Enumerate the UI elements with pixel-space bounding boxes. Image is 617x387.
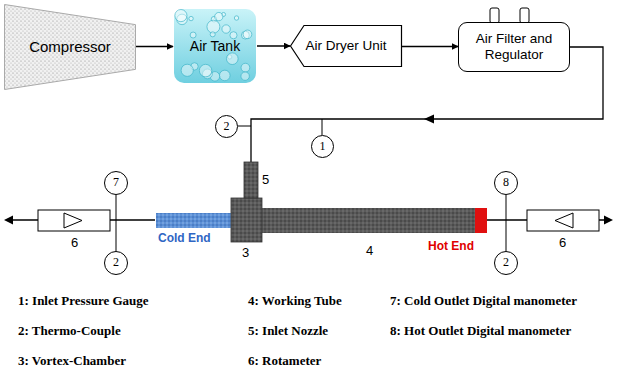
working-tube xyxy=(262,208,475,233)
rotameter xyxy=(527,210,599,231)
regulator-knob xyxy=(490,8,499,23)
callout-number: 8 xyxy=(503,176,509,190)
cold-end-tube xyxy=(156,213,231,228)
part-label: 4 xyxy=(366,244,373,258)
key-entry: 3: Vortex-Chamber xyxy=(18,354,126,368)
part-label: 6 xyxy=(559,236,566,250)
part-label: 6 xyxy=(71,236,78,250)
regulator-knob xyxy=(520,8,529,23)
equipment-name: Compressor xyxy=(29,38,111,55)
callout-circle: 8 xyxy=(494,171,518,195)
bubble xyxy=(241,72,249,80)
sensor-lead xyxy=(322,119,323,135)
bubble xyxy=(207,20,220,33)
part-label: 3 xyxy=(242,246,249,260)
vortex-chamber xyxy=(231,198,262,242)
inlet-nozzle xyxy=(244,162,258,198)
bubble xyxy=(219,70,230,81)
part-label: Cold End xyxy=(158,232,211,245)
part-label: Hot End xyxy=(428,240,474,253)
key-entry: 5: Inlet Nozzle xyxy=(248,324,328,338)
rotameter-symbol xyxy=(555,213,573,228)
callout-number: 1 xyxy=(320,140,326,154)
hot-end-valve xyxy=(475,208,487,233)
key-entry: 1: Inlet Pressure Gauge xyxy=(18,294,149,308)
key-entry: 2: Thermo-Couple xyxy=(18,324,121,338)
callout-circle: 2 xyxy=(494,251,518,275)
rotameter-symbol xyxy=(64,213,82,228)
flow-arrow xyxy=(402,46,458,48)
callout-circle: 1 xyxy=(311,135,334,158)
equipment-box: Compressor xyxy=(4,4,136,90)
key-entry: 8: Hot Outlet Digital manometer xyxy=(390,324,571,338)
equipment-box: Air Filter and Regulator xyxy=(458,22,570,72)
flow-arrow xyxy=(257,45,290,47)
bubble xyxy=(215,12,223,20)
equipment-name: Air Filter and Regulator xyxy=(466,31,562,62)
equipment-box: Air Tank xyxy=(173,8,257,84)
equipment-box: Air Dryer Unit xyxy=(290,25,402,67)
callout-circle: 7 xyxy=(104,171,128,195)
callout-number: 7 xyxy=(113,176,119,190)
flow-arrow xyxy=(604,216,613,225)
equipment-name: Air Dryer Unit xyxy=(305,38,386,54)
callout-number: 2 xyxy=(224,120,230,134)
sensor-line xyxy=(116,195,117,251)
bubble xyxy=(210,32,215,37)
tank-body xyxy=(174,9,256,83)
rotameter xyxy=(38,210,110,231)
flow-arrow xyxy=(136,46,173,48)
bubble xyxy=(241,63,250,72)
bubble xyxy=(190,32,196,38)
bubble xyxy=(230,32,237,39)
key-entry: 6: Rotameter xyxy=(248,354,321,368)
bubble xyxy=(181,64,193,76)
callout-number: 2 xyxy=(113,256,119,270)
flow-arrow xyxy=(4,216,13,225)
equipment-name: Air Tank xyxy=(190,38,240,54)
sensor-line xyxy=(506,195,507,251)
bubble xyxy=(175,10,187,22)
sensor-lead xyxy=(238,126,251,127)
part-label: 5 xyxy=(262,173,269,187)
callout-circle: 2 xyxy=(215,115,238,138)
key-entry: 7: Cold Outlet Digital manometer xyxy=(390,294,577,308)
bubble xyxy=(222,25,230,33)
dryer-outline xyxy=(291,26,402,67)
callout-circle: 2 xyxy=(104,251,128,275)
compressor-body xyxy=(5,5,136,90)
key-entry: 4: Working Tube xyxy=(248,294,342,308)
callout-number: 2 xyxy=(503,256,509,270)
bubble xyxy=(234,16,238,20)
bubble xyxy=(189,16,193,20)
bubble xyxy=(226,53,238,65)
flow-arrow xyxy=(424,115,434,124)
bubble xyxy=(243,30,252,39)
bubble xyxy=(199,64,212,77)
